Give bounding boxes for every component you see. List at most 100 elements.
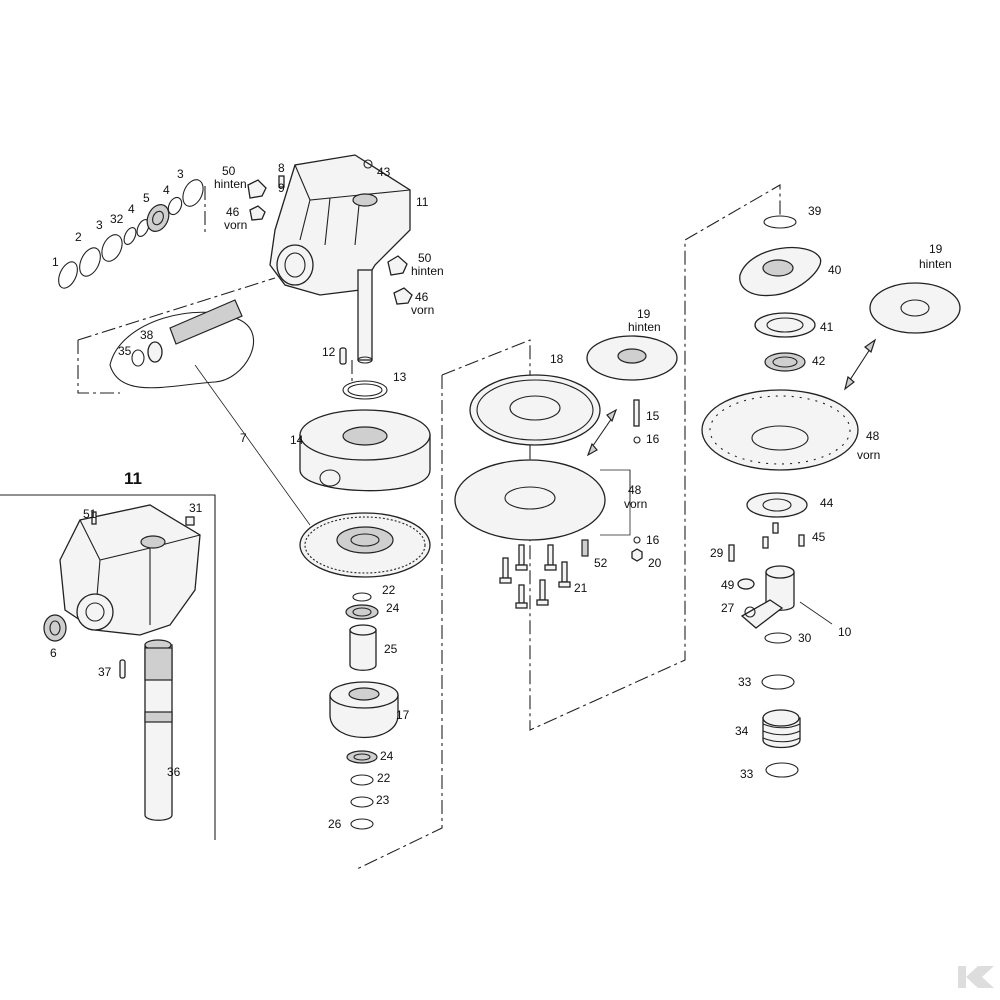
pin-29: [728, 544, 735, 562]
ring-32: [123, 227, 137, 245]
oring-13: [342, 380, 388, 400]
ring-3: [101, 234, 123, 262]
label-7: 7: [240, 431, 247, 445]
nut-20: [631, 548, 643, 562]
label-6: 6: [50, 646, 57, 660]
label-22: 22: [382, 583, 396, 597]
label-25: 25: [384, 642, 398, 656]
label-46b: 46: [415, 290, 429, 304]
ring-22b: [350, 774, 374, 786]
plug-46-vorn: [249, 205, 266, 221]
label-33: 33: [738, 675, 752, 689]
label-2: 2: [75, 230, 82, 244]
washer-27: [744, 606, 756, 618]
label-36: 36: [167, 765, 181, 779]
label-18: 18: [550, 352, 564, 366]
seal-24a: [345, 604, 379, 620]
label-22b: 22: [377, 771, 391, 785]
input-shaft-group: [109, 299, 311, 526]
plug-50-hinten: [247, 179, 267, 199]
clamp-33b: [765, 762, 799, 778]
screw-45a: [762, 536, 769, 549]
label-43: 43: [377, 165, 391, 179]
label-50b-sub: hinten: [411, 264, 444, 278]
label-46-sub: vorn: [224, 218, 247, 232]
housing-top-boss: [352, 193, 378, 207]
label-24b: 24: [380, 749, 394, 763]
label-3b: 3: [177, 167, 184, 181]
label-52: 52: [594, 556, 608, 570]
label-23: 23: [376, 793, 390, 807]
plate-48-vorn-b: [701, 389, 859, 471]
part-52: [581, 539, 589, 557]
part-labels: 1 2 3 32 4 5 4 3 50 hinten 46 vorn 8 9 4…: [50, 161, 952, 831]
shaft-ring-stack: [58, 179, 204, 289]
label-41: 41: [820, 320, 834, 334]
label-39: 39: [808, 204, 822, 218]
label-12: 12: [322, 345, 336, 359]
key-12: [339, 347, 347, 365]
housing-shaft-stub: [357, 269, 373, 361]
label-5: 5: [143, 191, 150, 205]
housing-small-parts: [247, 159, 413, 305]
circlip-1: [58, 261, 78, 289]
shaft-36: [144, 644, 173, 821]
seal-42: [764, 352, 806, 372]
washer-16b: [633, 536, 641, 544]
circlip-26: [350, 818, 374, 830]
bush-49: [737, 578, 755, 590]
label-15: 15: [646, 409, 660, 423]
label-51: 51: [83, 507, 97, 521]
bearing-5: [146, 204, 170, 232]
housing-bore: [276, 244, 314, 286]
ring-35: [131, 349, 145, 367]
label-49: 49: [721, 578, 735, 592]
label-3: 3: [96, 218, 103, 232]
label-48b: 48: [866, 429, 880, 443]
label-10: 10: [838, 625, 852, 639]
bearing-41: [754, 312, 816, 338]
label-48: 48: [628, 483, 642, 497]
inset-housing-assembly: [43, 504, 201, 821]
oring-39: [763, 215, 797, 229]
label-50: 50: [222, 164, 236, 178]
plug-50-hinten-b: [387, 255, 408, 276]
sleeve-25: [349, 629, 377, 671]
label-50b: 50: [418, 251, 432, 265]
bolts-21: [499, 544, 571, 609]
label-27: 27: [721, 601, 735, 615]
label-21: 21: [574, 581, 588, 595]
inset-frame: [0, 494, 216, 840]
washer-16a: [633, 436, 641, 444]
shaft-oval-outline: [109, 311, 254, 389]
label-46b-sub: vorn: [411, 303, 434, 317]
label-19: 19: [637, 307, 651, 321]
ring-30: [764, 632, 792, 644]
disc-18: [469, 374, 601, 446]
label-26: 26: [328, 817, 342, 831]
bolt-8: [278, 175, 285, 188]
middle-disc-group: [454, 335, 678, 562]
label-35: 35: [118, 344, 132, 358]
splined-shaft-38: [169, 299, 243, 345]
disc-19-hinten-b: [869, 282, 961, 334]
label-48-sub: vorn: [624, 497, 647, 511]
label-19b: 19: [929, 242, 943, 256]
plate-48-vorn: [454, 459, 606, 541]
label-9: 9: [278, 181, 285, 195]
sleeve-38: [147, 341, 163, 363]
label-33b: 33: [740, 767, 754, 781]
label-16: 16: [646, 432, 660, 446]
bolt-43: [363, 159, 373, 169]
label-40: 40: [828, 263, 842, 277]
label-17: 17: [396, 708, 410, 722]
screw-44: [772, 522, 779, 534]
label-20: 20: [648, 556, 662, 570]
circlip-3: [182, 179, 204, 207]
label-38: 38: [140, 328, 154, 342]
bolt-51: [91, 511, 97, 525]
gearbox-housing: [269, 154, 411, 364]
label-31: 31: [189, 501, 203, 515]
assembly-frames: [77, 184, 781, 871]
